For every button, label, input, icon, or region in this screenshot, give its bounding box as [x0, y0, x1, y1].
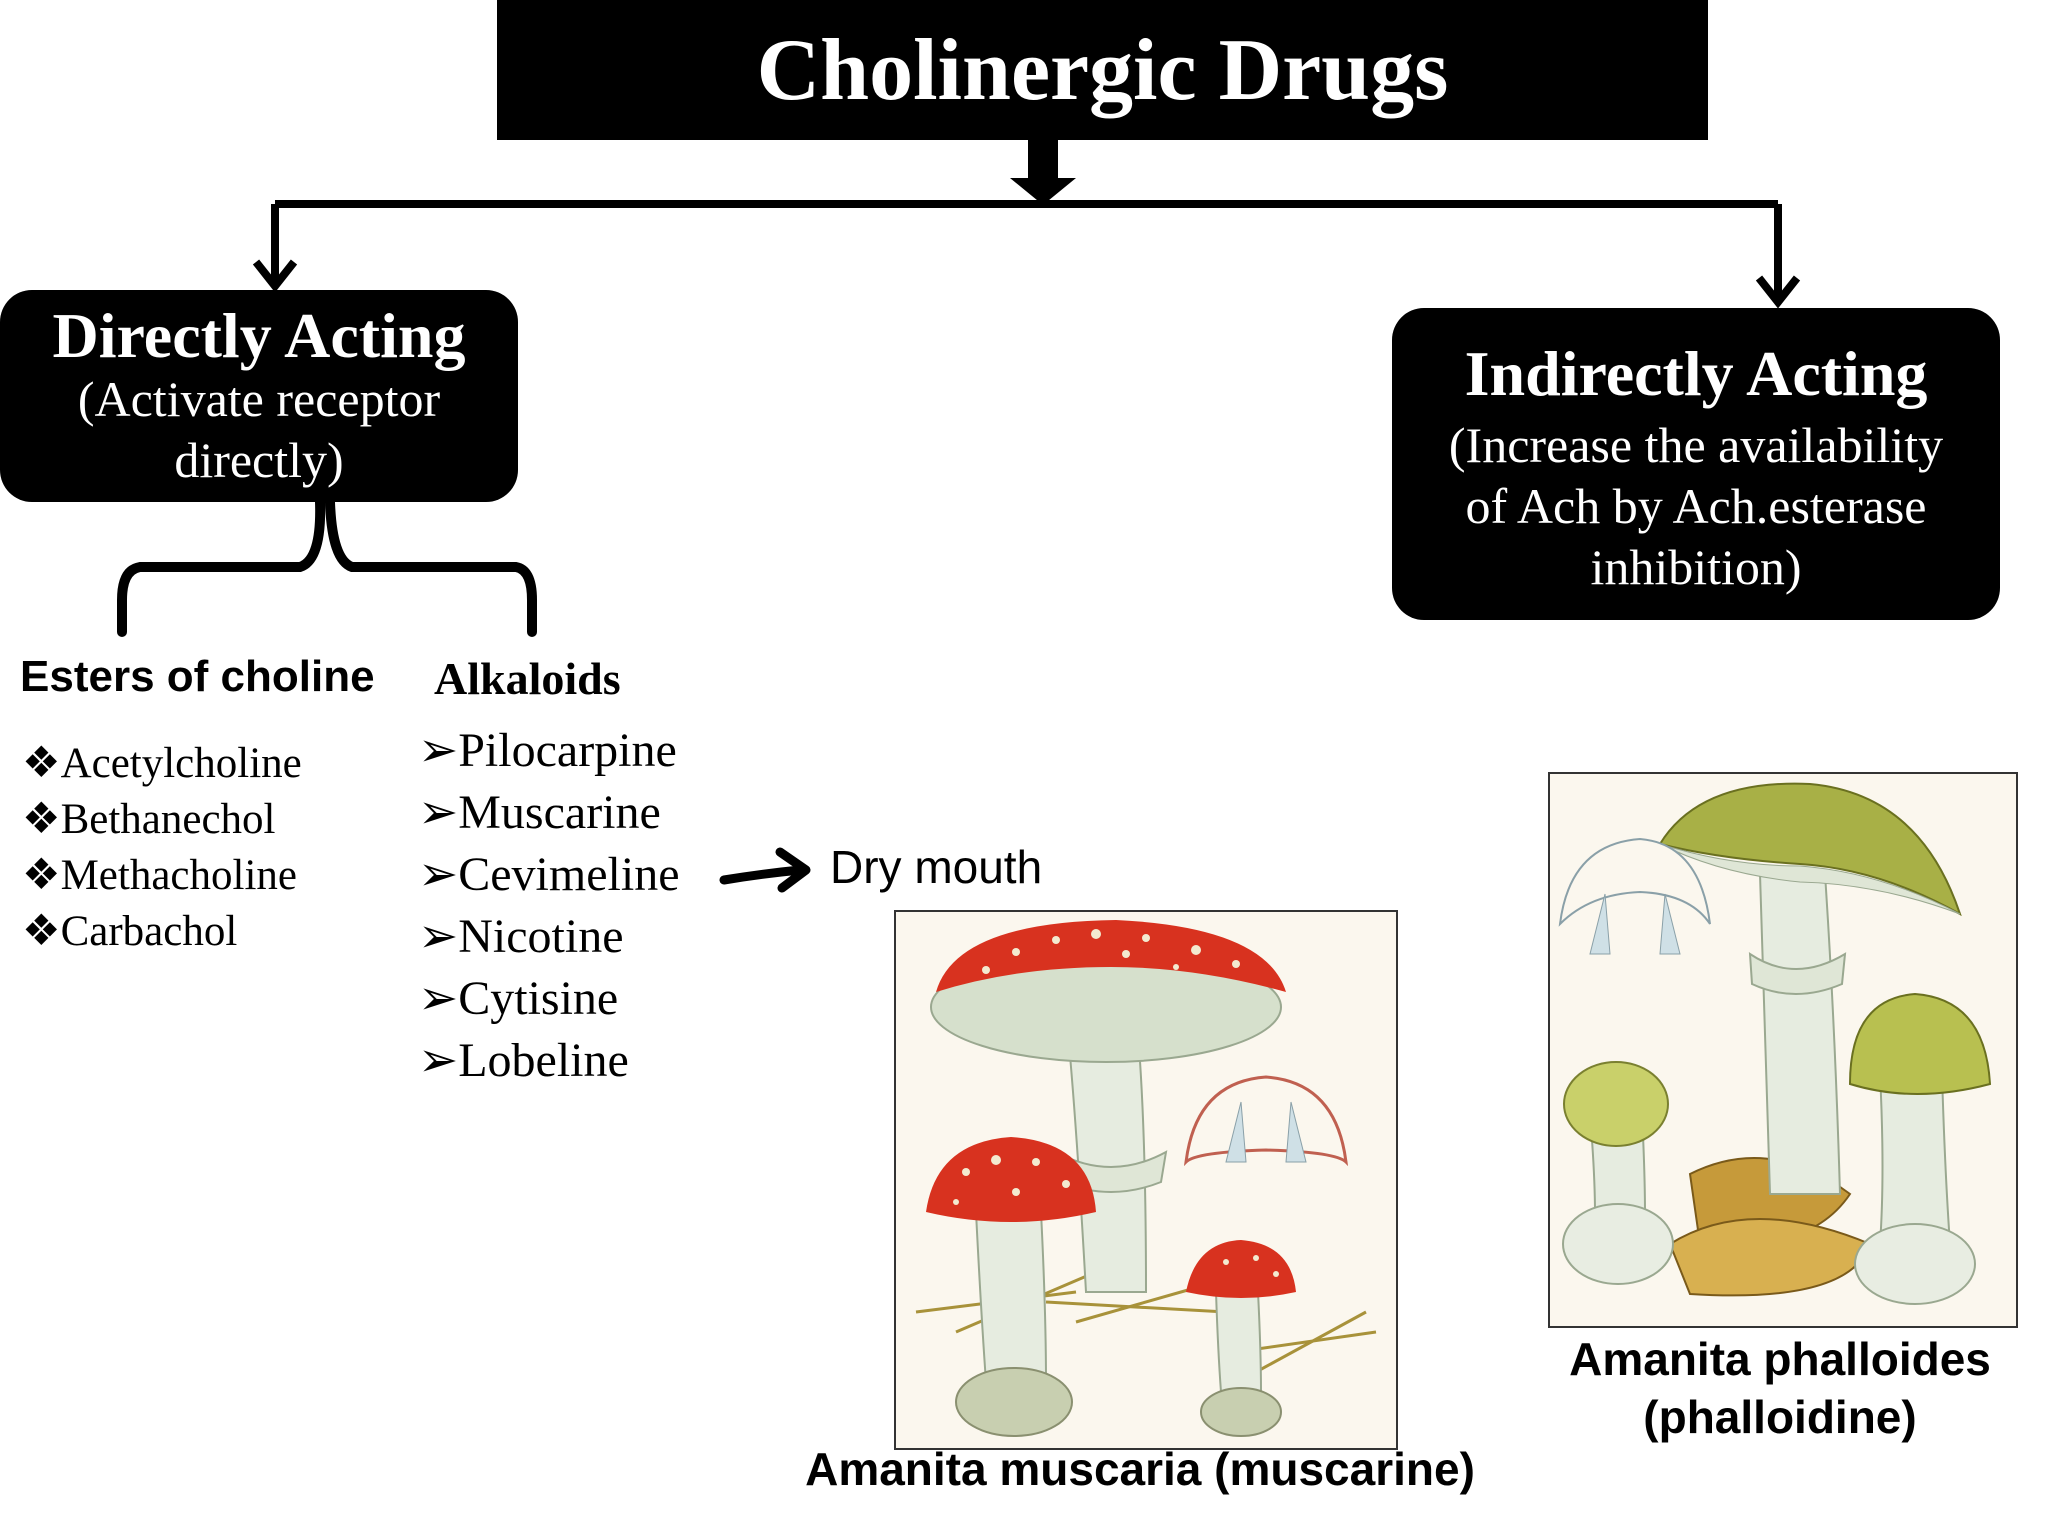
arrow-bullet-icon: ➢ — [418, 910, 459, 963]
amanita-muscaria-image — [894, 910, 1398, 1450]
directly-acting-desc-1: (Activate receptor — [77, 371, 441, 428]
indirectly-acting-box: Indirectly Acting (Increase the availabi… — [1392, 308, 2000, 620]
list-item: ❖Carbachol — [22, 908, 238, 955]
amanita-phalloides-image — [1548, 772, 2018, 1328]
arrow-bullet-icon: ➢ — [418, 724, 459, 777]
arrow-bullet-icon: ➢ — [418, 848, 459, 901]
directly-acting-desc-2: directly) — [174, 432, 344, 489]
page-title: Cholinergic Drugs — [497, 0, 1708, 140]
indirectly-acting-heading: Indirectly Acting — [1464, 338, 1928, 409]
diamond-bullet-icon: ❖ — [22, 796, 61, 843]
right-arrow-head — [1755, 275, 1801, 309]
directly-acting-box: Directly Acting (Activate receptor direc… — [0, 290, 518, 502]
title-arrow-stem — [1028, 140, 1058, 182]
alkaloids-list: ➢Pilocarpine ➢Muscarine ➢Cevimeline ➢Nic… — [418, 720, 680, 1092]
list-item: ➢Cevimeline — [418, 848, 680, 901]
arrow-bullet-icon: ➢ — [418, 786, 459, 839]
esters-list: ❖Acetylcholine ❖Bethanechol ❖Methacholin… — [22, 736, 302, 960]
brace — [117, 497, 537, 637]
amanita-muscaria-caption: Amanita muscaria (muscarine) — [805, 1443, 1475, 1495]
diamond-bullet-icon: ❖ — [22, 908, 61, 955]
title-arrow-head — [1010, 178, 1076, 205]
dry-mouth-label: Dry mouth — [830, 841, 1043, 893]
list-item: ❖Acetylcholine — [22, 740, 302, 787]
diamond-bullet-icon: ❖ — [22, 852, 61, 899]
arrow-bullet-icon: ➢ — [418, 1034, 459, 1087]
directly-acting-heading: Directly Acting — [52, 300, 466, 371]
amanita-phalloides-caption: Amanita phalloides (phalloidine) — [1540, 1330, 2020, 1446]
list-item: ➢Nicotine — [418, 910, 624, 963]
alkaloids-heading: Alkaloids — [434, 653, 621, 704]
arrow-bullet-icon: ➢ — [418, 972, 459, 1025]
list-item: ➢Pilocarpine — [418, 724, 677, 777]
indirectly-acting-desc-1: (Increase the availability — [1448, 417, 1944, 474]
esters-heading: Esters of choline — [20, 652, 375, 701]
indirectly-acting-desc-3: inhibition) — [1590, 539, 1802, 596]
indirectly-acting-desc-2: of Ach by Ach.esterase — [1465, 478, 1927, 535]
amanita-phalloides-caption-line-1: Amanita phalloides — [1569, 1333, 1991, 1385]
muscaria-cap — [936, 920, 1286, 992]
list-item: ➢Lobeline — [418, 1034, 629, 1087]
list-item: ❖Methacholine — [22, 852, 297, 899]
diamond-bullet-icon: ❖ — [22, 740, 61, 787]
amanita-phalloides-caption-line-2: (phalloidine) — [1643, 1391, 1917, 1443]
left-arrow-head — [252, 259, 298, 293]
list-item: ❖Bethanechol — [22, 796, 276, 843]
dry-mouth-arrow — [719, 865, 805, 885]
phalloides-cap — [1658, 782, 1962, 917]
list-item: ➢Cytisine — [418, 972, 619, 1025]
list-item: ➢Muscarine — [418, 786, 661, 839]
